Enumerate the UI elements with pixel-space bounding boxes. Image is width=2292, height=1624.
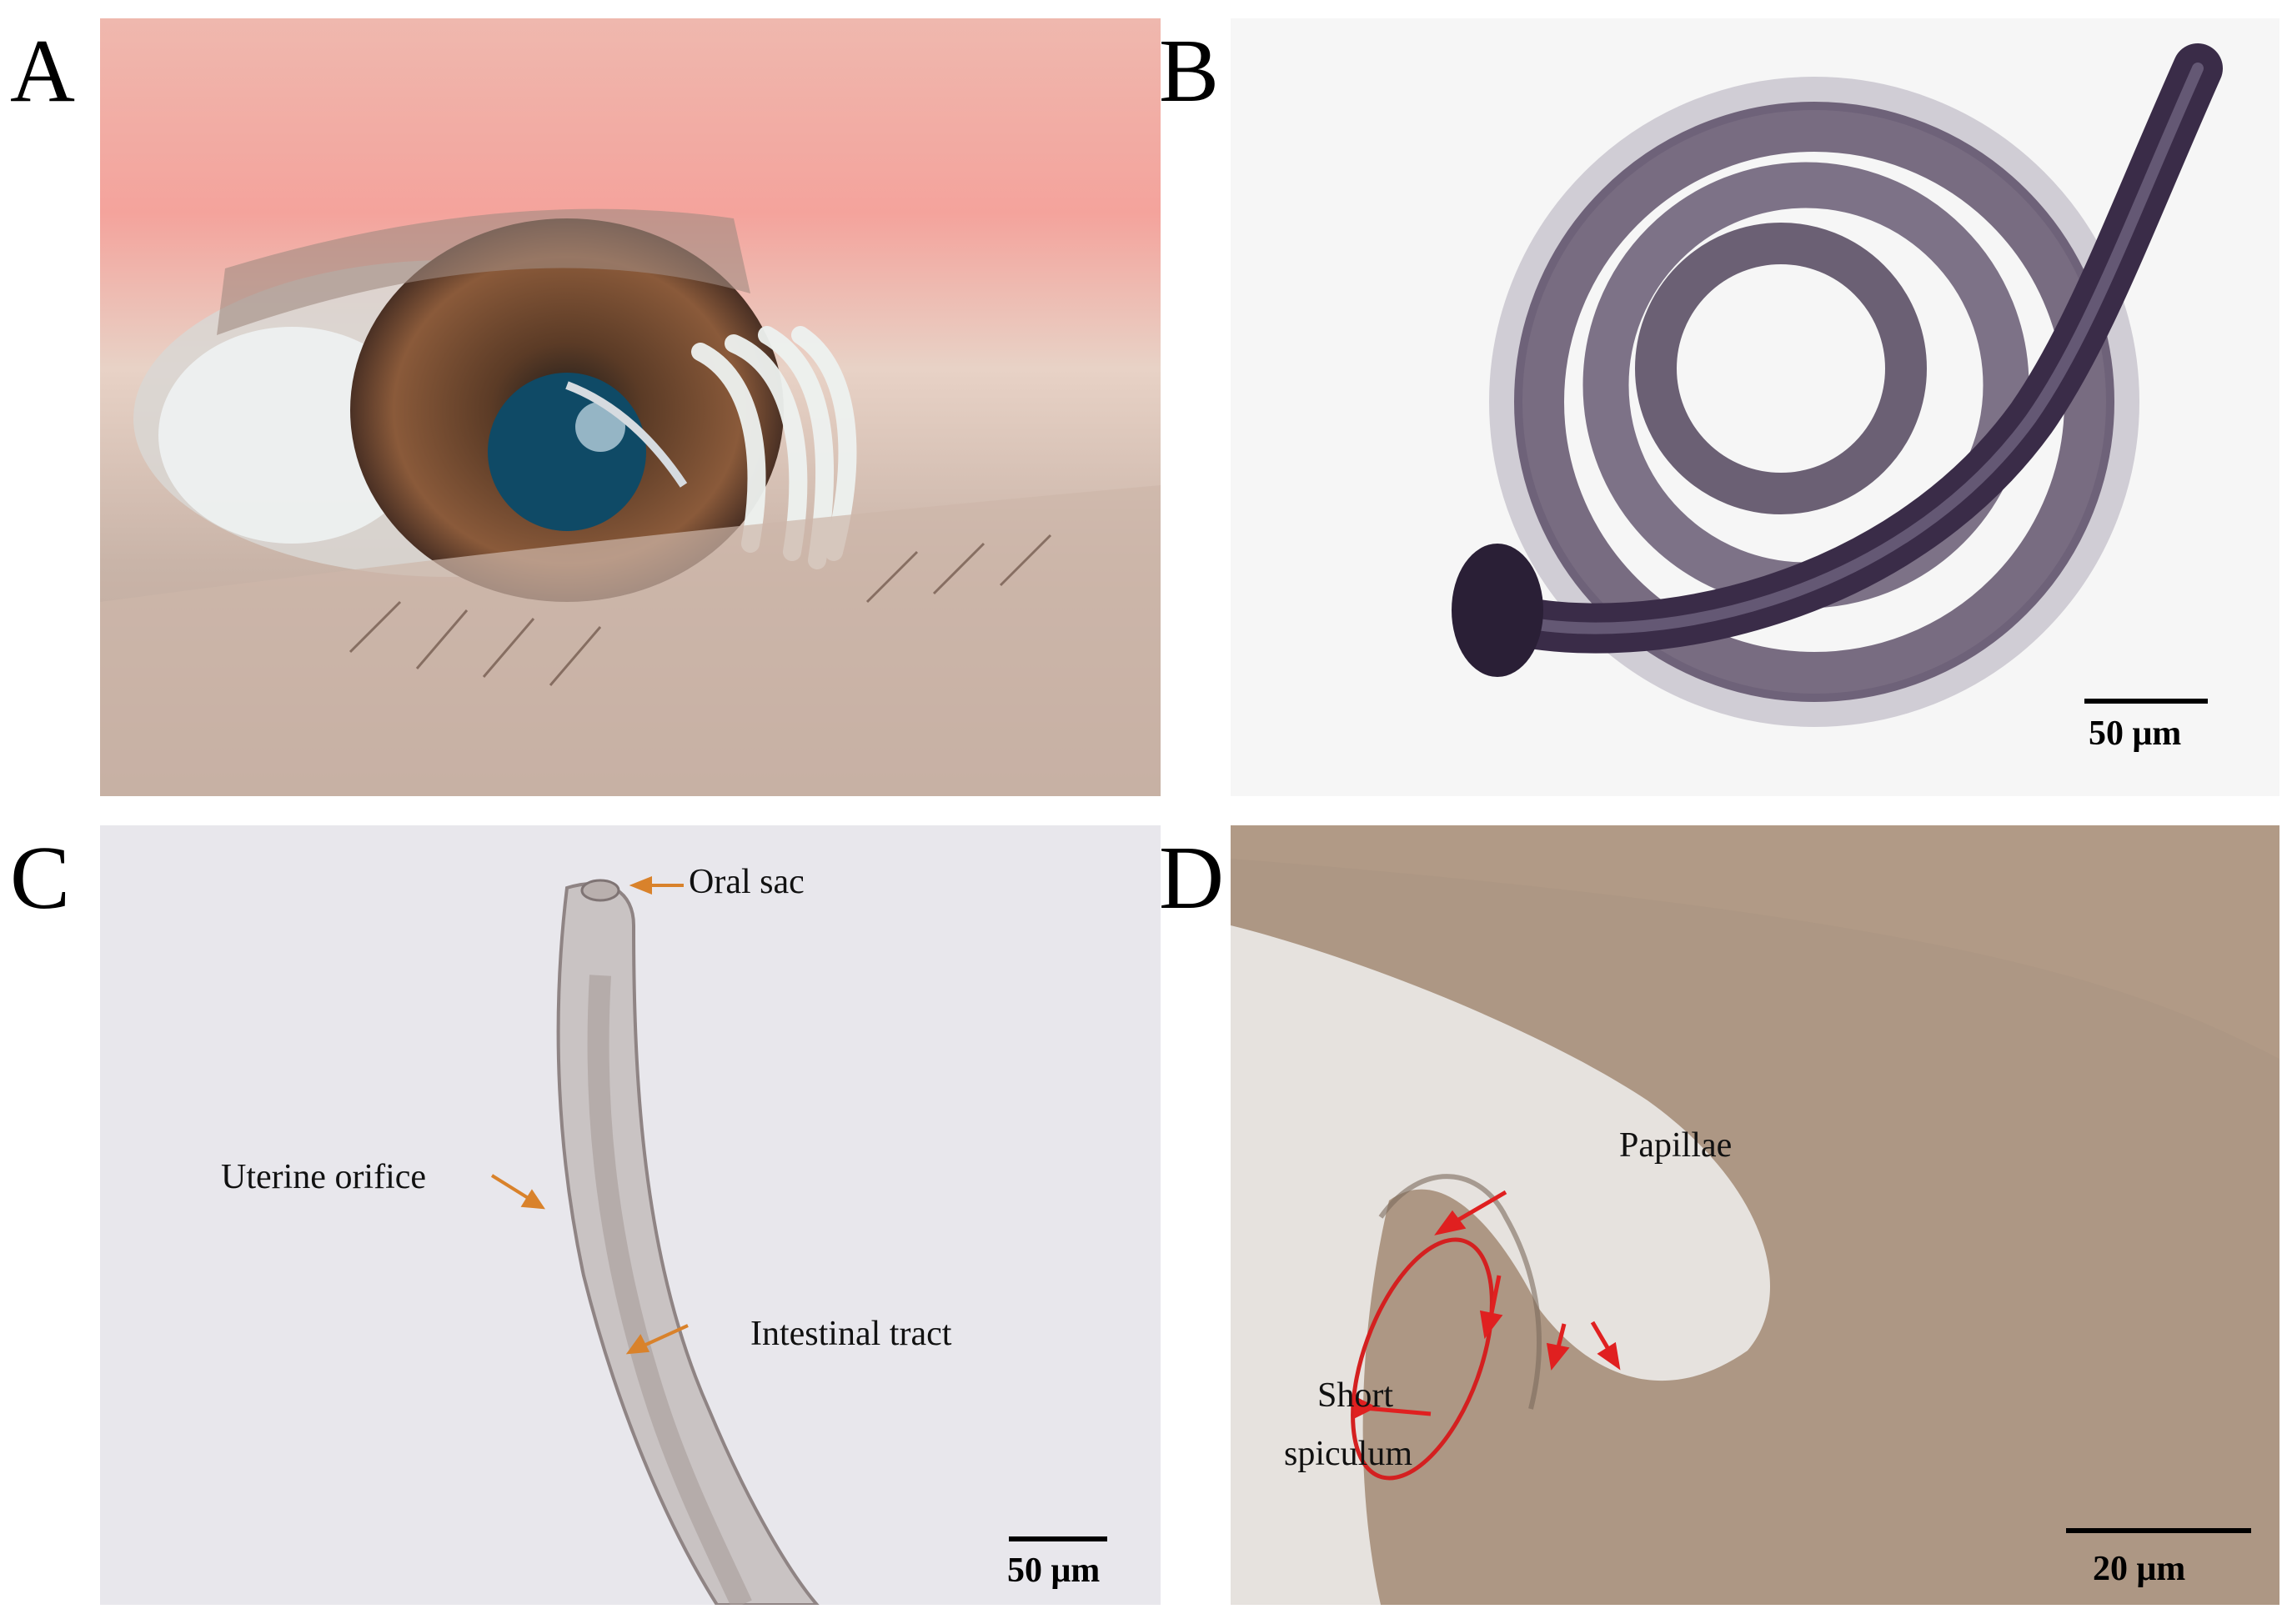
eye-photo-illustration [100, 18, 1161, 796]
panel-d-worm-tail [1231, 825, 2279, 1605]
annotation-short-spiculum-line2: spiculum [1284, 1435, 1412, 1473]
coiled-worm-illustration [1231, 18, 2279, 796]
annotation-short-spiculum-line1: Short [1317, 1376, 1394, 1415]
worm-tail-illustration [1231, 825, 2279, 1605]
panel-d-scale-bar [2066, 1528, 2251, 1533]
panel-b-scale-label: 50 μm [2089, 714, 2182, 753]
panel-c-worm-head [100, 825, 1161, 1605]
panel-d-label: D [1159, 829, 1224, 928]
panel-d-scale-label: 20 μm [2093, 1550, 2186, 1588]
annotation-papillae: Papillae [1619, 1126, 1733, 1165]
panel-c-scale-bar [1009, 1536, 1107, 1541]
panel-a-label: A [10, 22, 75, 121]
annotation-uterine-orifice: Uterine orifice [221, 1158, 427, 1196]
panel-c-label: C [10, 829, 71, 928]
annotation-oral-sac: Oral sac [689, 863, 805, 901]
annotation-intestinal-tract: Intestinal tract [750, 1315, 952, 1353]
panel-b-scale-bar [2084, 699, 2208, 704]
worm-head-illustration [100, 825, 1161, 1605]
panel-b-coiled-worm [1231, 18, 2279, 796]
panel-a-eye-photo [100, 18, 1161, 796]
panel-c-scale-label: 50 μm [1007, 1551, 1101, 1590]
panel-b-label: B [1159, 22, 1220, 121]
